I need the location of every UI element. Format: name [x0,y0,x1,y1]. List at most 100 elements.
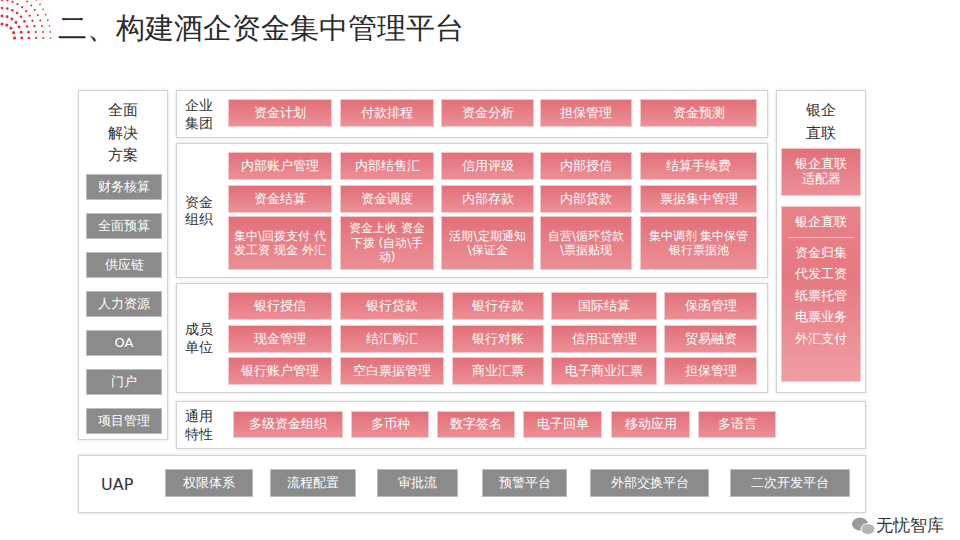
function-list: 资金归集 代发工资 纸票托管 电票业务 外汇支付 [793,242,849,349]
function-box: 资金结算 [228,185,332,213]
box-label: 银行存款 [472,299,524,314]
decor-dot [26,1,28,3]
group-heading: 企业 集团 [185,97,213,132]
module-box: 外部交换平台 [590,469,709,497]
box-label: 内部授信 [560,159,612,174]
decor-dot [47,19,49,21]
decor-dot [12,31,15,34]
function-box: 银行账户管理 [228,357,332,385]
box-label: 活期\定期通知\保证金 [446,229,529,258]
box-label: 银行对账 [472,332,524,347]
module-box: 审批流 [377,469,458,497]
function-box: 保函管理 [664,292,757,320]
function-box: 内部授信 [540,152,632,180]
box-label: OA [115,336,134,351]
box-label: 二次开发平台 [751,476,829,491]
module-box: 权限体系 [165,469,253,497]
box-label: 多级资金组织 [249,417,327,432]
function-box: 信用评级 [441,152,534,180]
box-label: 内部账户管理 [241,159,319,174]
decor-dot [11,1,13,3]
function-box: 空白票据管理 [340,357,444,385]
function-box: 自营\循环贷款\票据贴现 [540,216,632,270]
box-label: 银行账户管理 [241,364,319,379]
decor-dot [13,36,16,39]
group-panel: 银企 直联银企直联 适配器银企直联资金归集 代发工资 纸票托管 电票业务 外汇支… [776,90,866,393]
function-box: 信用证管理 [551,325,657,353]
module-box: 供应链 [86,252,162,278]
group-heading: 通用 特性 [185,408,213,443]
box-label: 集中\回拨支付 代发工资 现金 外汇 [233,229,327,258]
box-label: 预警平台 [499,476,551,491]
box-label: 电子商业汇票 [565,364,643,379]
decor-dot [6,15,9,18]
box-label: 供应链 [105,258,144,273]
box-label: 数字签名 [450,417,502,432]
decor-dot [16,12,19,15]
group-heading: 成员 单位 [185,321,213,356]
decor-dot [21,6,23,8]
decor-dot [29,15,31,17]
decor-dot [1,0,3,1]
function-box: 多级资金组织 [233,411,343,438]
decor-dot [20,15,23,18]
box-label: 信用证管理 [572,332,637,347]
box-label: 银行授信 [254,299,306,314]
decor-dot [10,17,13,20]
box-label: 票据集中管理 [660,192,738,207]
decor-dot [18,26,21,29]
group-panel: 资金 组织内部账户管理内部结售汇信用评级内部授信结算手续费资金结算资金调度内部存… [176,143,768,278]
decor-dot [15,21,18,24]
function-box: 活期\定期通知\保证金 [441,216,534,270]
decor-dot [26,25,29,28]
decor-dot [42,8,44,10]
function-box: 现金管理 [228,325,332,353]
group-heading: 资金 组织 [185,193,213,228]
decor-dot [25,10,27,12]
decor-dot [39,3,41,5]
decor-dot [42,31,44,33]
box-label: 内部存款 [462,192,514,207]
function-box: 付款排程 [340,99,434,127]
module-box: 门户 [86,369,162,395]
module-box: OA [86,330,162,356]
function-box: 资金预测 [640,99,757,127]
function-box: 多语言 [698,411,776,438]
decor-dot [41,25,43,27]
box-label: 银企直联 适配器 [794,157,849,187]
decor-dot [9,27,12,30]
box-label: 现金管理 [254,332,306,347]
box-label: 集中调剂 集中保管 银行票据池 [645,229,752,258]
decor-dot [45,14,47,16]
group-panel: UAP权限体系流程配置审批流预警平台外部交换平台二次开发平台 [78,455,866,513]
box-label: 门户 [111,375,137,390]
box-label: 担保管理 [685,364,737,379]
box-label: 多语言 [718,417,757,432]
function-box: 银行贷款 [340,292,444,320]
box-label: 商业汇票 [472,364,524,379]
decor-dot [49,25,51,27]
function-box: 担保管理 [664,357,757,385]
function-box: 银企直联 适配器 [781,148,861,196]
function-box: 国际结算 [551,292,657,320]
module-box: 人力资源 [86,291,162,317]
box-label: 资金调度 [361,192,413,207]
function-box: 银行对账 [452,325,544,353]
decor-dot [35,37,37,39]
function-box: 移动应用 [611,411,690,438]
box-label: 审批流 [398,476,437,491]
box-label: 资金上收 资金下拨 (自动\手动) [345,221,429,264]
box-label: 权限体系 [183,476,235,491]
box-label: 资金结算 [254,192,306,207]
function-box: 银行授信 [228,292,332,320]
decor-dot [20,37,23,40]
function-box: 贸易融资 [664,325,757,353]
decor-dot [11,9,14,12]
box-label: 信用评级 [462,159,514,174]
decor-dot [35,31,37,33]
box-label: 付款排程 [361,106,413,121]
decor-dot [30,4,32,6]
box-label: 空白票据管理 [353,364,431,379]
decor-dot [1,7,4,10]
box-label: 内部结售汇 [355,159,420,174]
